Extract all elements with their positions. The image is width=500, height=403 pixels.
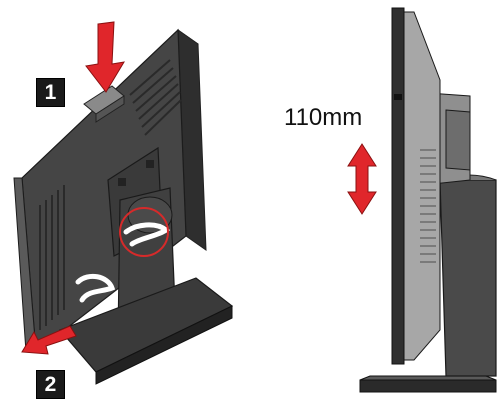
- monitor-rear-view: [13, 28, 234, 385]
- step-1-badge: 1: [36, 78, 65, 107]
- highlight-circle: [119, 207, 169, 257]
- arrow-down-icon: [85, 21, 125, 93]
- height-measurement-label: 110mm: [284, 104, 363, 131]
- vent-grille: [39, 59, 182, 330]
- double-arrow-vertical-icon: [347, 143, 377, 215]
- arrow-left-down-icon: [21, 325, 77, 355]
- step-2-badge: 2: [36, 370, 65, 399]
- monitor-side-view: [359, 7, 497, 393]
